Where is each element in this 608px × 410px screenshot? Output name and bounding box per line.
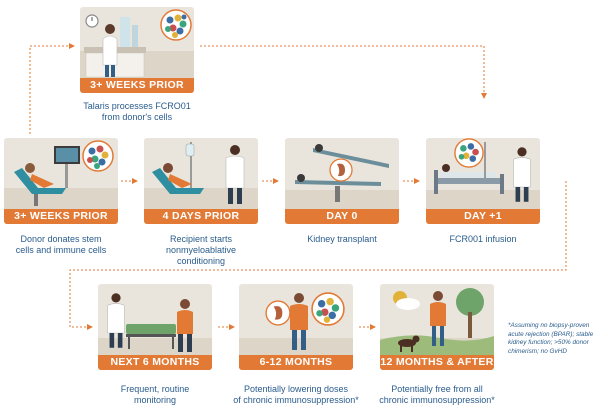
step-panel-donor-donation: 3+ WEEKS PRIOR xyxy=(4,138,118,224)
cell-cluster-icon xyxy=(311,292,345,326)
caption-line: Kidney transplant xyxy=(307,234,377,244)
cell-cluster-icon xyxy=(160,9,192,41)
step-caption: Potentially lowering doses of chronic im… xyxy=(221,384,371,406)
step-panel-conditioning: 4 DAYS PRIOR xyxy=(144,138,258,224)
kidney-icon xyxy=(329,158,353,182)
step-panel-monitoring: NEXT 6 MONTHS xyxy=(98,284,212,370)
step-banner: 6-12 MONTHS xyxy=(239,355,353,370)
step-banner: DAY 0 xyxy=(285,209,399,224)
caption-line: cells and immune cells xyxy=(15,245,107,255)
step-caption: Frequent, routine monitoring xyxy=(80,384,230,406)
step-panel-lowering-doses: 6-12 MONTHS xyxy=(239,284,353,370)
step-caption: Potentially free from all chronic immuno… xyxy=(362,384,512,406)
caption-line: monitoring xyxy=(133,395,177,405)
caption-line: Frequent, routine xyxy=(120,384,190,394)
footnote-line: kidney function; >50% donor xyxy=(508,339,589,346)
step-caption: Donor donates stem cells and immune cell… xyxy=(0,234,136,256)
step-caption: Talaris processes FCRO01 from donor's ce… xyxy=(62,101,212,123)
doctor-icon xyxy=(513,147,531,202)
step-banner: 12 MONTHS & AFTER xyxy=(380,355,494,370)
caption-line: chronic immunosuppression* xyxy=(379,395,495,405)
step-panel-free: 12 MONTHS & AFTER xyxy=(380,284,494,370)
hospital-bed-icon xyxy=(426,142,540,210)
doctor-icon xyxy=(225,145,245,204)
caption-line: Potentially lowering doses xyxy=(243,384,349,394)
cell-cluster-icon xyxy=(82,140,114,172)
patient-icon xyxy=(177,299,193,352)
footnote-line: chimerism; no GvHD xyxy=(508,347,567,355)
arrow-infusion-to-monitoring xyxy=(69,181,567,330)
waiting-room-icon xyxy=(98,324,212,356)
caption-line: conditioning xyxy=(176,256,226,266)
donation-chair-icon xyxy=(4,146,118,210)
footnote: *Assuming no biopsy-proven acute rejecti… xyxy=(508,322,604,356)
caption-line: Potentially free from all xyxy=(391,384,483,394)
caption-line: from donor's cells xyxy=(101,112,173,122)
arrow-donor-to-lab xyxy=(29,43,75,134)
caption-line: Donor donates stem xyxy=(20,234,102,244)
step-caption: Kidney transplant xyxy=(267,234,417,245)
caption-line: Recipient starts xyxy=(169,234,233,244)
sun-cloud-icon xyxy=(393,291,420,310)
surgery-table-icon xyxy=(285,144,399,210)
kidney-icon xyxy=(265,300,291,326)
arrow-lab-to-infusion xyxy=(200,45,487,99)
caption-line: FCR001 infusion xyxy=(449,234,517,244)
step-panel-transplant: DAY 0 xyxy=(285,138,399,224)
step-banner: DAY +1 xyxy=(426,209,540,224)
lab-technician-icon xyxy=(80,14,194,79)
step-panel-lab-processing: 3+ WEEKS PRIOR xyxy=(80,7,194,93)
footnote-line: acute rejection (BPAR); stable xyxy=(508,330,594,338)
step-caption: Recipient starts nonmyeloablative condit… xyxy=(126,234,276,267)
cell-cluster-icon xyxy=(454,138,484,168)
step-banner: 4 DAYS PRIOR xyxy=(144,209,258,224)
step-caption: FCR001 infusion xyxy=(408,234,558,245)
step-panel-infusion: DAY +1 xyxy=(426,138,540,224)
footnote-line: *Assuming no biopsy-proven xyxy=(508,322,590,329)
person-icon xyxy=(239,293,353,356)
caption-line: of chronic immunosuppression* xyxy=(233,395,359,405)
step-banner: 3+ WEEKS PRIOR xyxy=(4,209,118,224)
dog-icon xyxy=(398,335,420,352)
caption-line: Talaris processes FCRO01 xyxy=(83,101,191,111)
caption-line: nonmyeloablative xyxy=(165,245,237,255)
step-banner: NEXT 6 MONTHS xyxy=(98,355,212,370)
step-banner: 3+ WEEKS PRIOR xyxy=(80,78,194,93)
doctor-icon xyxy=(107,293,125,348)
